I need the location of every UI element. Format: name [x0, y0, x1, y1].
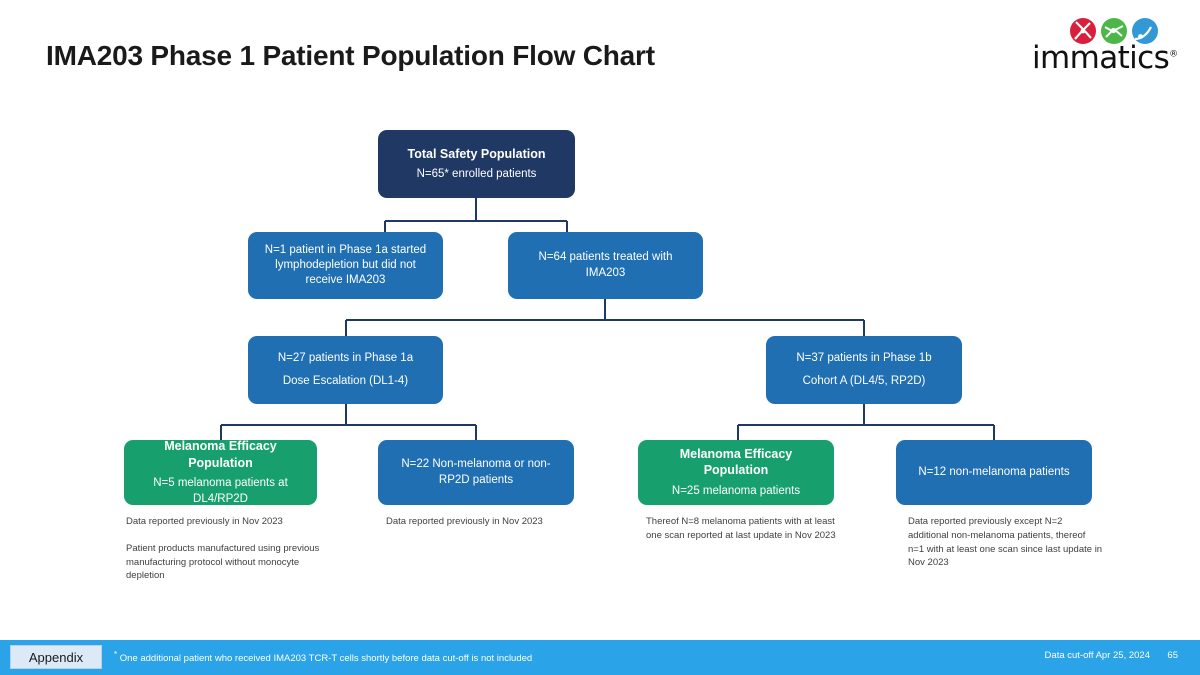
- footnote-text: * One additional patient who received IM…: [114, 650, 532, 664]
- footnote-marker: *: [114, 650, 118, 659]
- node-subtitle: N=12 non-melanoma patients: [918, 465, 1070, 478]
- logo-dot-red-icon: [1070, 18, 1096, 44]
- caption-melanoma-dl4: Data reported previously in Nov 2023 Pat…: [126, 515, 326, 583]
- node-subtitle: N=37 patients in Phase 1b: [796, 352, 932, 365]
- caption-line-1: Data reported previously in Nov 2023: [386, 516, 543, 527]
- footer-bar: Appendix * One additional patient who re…: [0, 640, 1200, 675]
- node-phase1b-cohort-a[interactable]: N=37 patients in Phase 1b Cohort A (DL4/…: [766, 336, 962, 404]
- caption-line-1: Thereof N=8 melanoma patients with at le…: [646, 516, 836, 541]
- caption-non-melanoma-22: Data reported previously in Nov 2023: [386, 515, 586, 529]
- node-subtitle: N=1 patient in Phase 1a started lymphode…: [264, 243, 427, 287]
- node-title: Melanoma Efficacy Population: [679, 446, 793, 478]
- caption-line-1: Data reported previously except N=2 addi…: [908, 516, 1103, 569]
- page-number: 65: [1167, 650, 1178, 661]
- caption-non-melanoma-12: Data reported previously except N=2 addi…: [908, 515, 1104, 570]
- node-subtitle: N=22 Non-melanoma or non-RP2D patients: [401, 458, 551, 486]
- immatics-logo: immatics®: [1032, 18, 1178, 80]
- caption-line-1: Data reported previously in Nov 2023: [126, 516, 283, 527]
- logo-word-text: immatics: [1032, 40, 1170, 76]
- node-title: Total Safety Population: [407, 146, 546, 161]
- logo-dot-blue-icon: [1132, 18, 1158, 44]
- node-non-melanoma-12[interactable]: N=12 non-melanoma patients: [896, 440, 1092, 505]
- node-title: Melanoma Efficacy Population: [164, 439, 277, 470]
- node-melanoma-efficacy-dl4-rp2d[interactable]: Melanoma Efficacy Population N=5 melanom…: [124, 439, 317, 505]
- caption-line-2: Patient products manufactured using prev…: [126, 542, 320, 582]
- caption-melanoma-25: Thereof N=8 melanoma patients with at le…: [646, 515, 842, 543]
- node-subtitle: N=27 patients in Phase 1a: [277, 352, 414, 365]
- appendix-tab[interactable]: Appendix: [10, 645, 102, 669]
- logo-registered-mark: ®: [1169, 49, 1178, 60]
- node-subtitle: N=65* enrolled patients: [416, 168, 537, 181]
- logo-dot-green-icon: [1101, 18, 1127, 44]
- node-subtitle: N=25 melanoma patients: [671, 484, 801, 497]
- footnote-body: One additional patient who received IMA2…: [119, 653, 533, 665]
- data-cutoff-label: Data cut-off Apr 25, 2024: [1044, 650, 1150, 661]
- node-phase1a-dose-escalation[interactable]: N=27 patients in Phase 1a Dose Escalatio…: [248, 336, 443, 404]
- node-phase1a-no-ima203[interactable]: N=1 patient in Phase 1a started lymphode…: [248, 232, 443, 299]
- node-treated-with-ima203[interactable]: N=64 patients treated with IMA203: [508, 232, 703, 299]
- node-subtitle: N=64 patients treated with IMA203: [538, 251, 673, 279]
- node-total-safety-population[interactable]: Total Safety Population N=65* enrolled p…: [378, 130, 575, 198]
- node-non-melanoma-non-rp2d[interactable]: N=22 Non-melanoma or non-RP2D patients: [378, 440, 574, 505]
- page-title: IMA203 Phase 1 Patient Population Flow C…: [46, 40, 655, 71]
- node-subtitle-2: Cohort A (DL4/5, RP2D): [802, 374, 926, 387]
- node-subtitle-2: Dose Escalation (DL1-4): [282, 374, 409, 387]
- logo-wordmark: immatics®: [1032, 40, 1178, 76]
- caption-spacer: [126, 529, 326, 542]
- logo-dots: [1070, 18, 1162, 44]
- node-melanoma-efficacy-cohort-a[interactable]: Melanoma Efficacy Population N=25 melano…: [638, 440, 834, 505]
- node-subtitle: N=5 melanoma patients at DL4/RP2D: [153, 477, 288, 505]
